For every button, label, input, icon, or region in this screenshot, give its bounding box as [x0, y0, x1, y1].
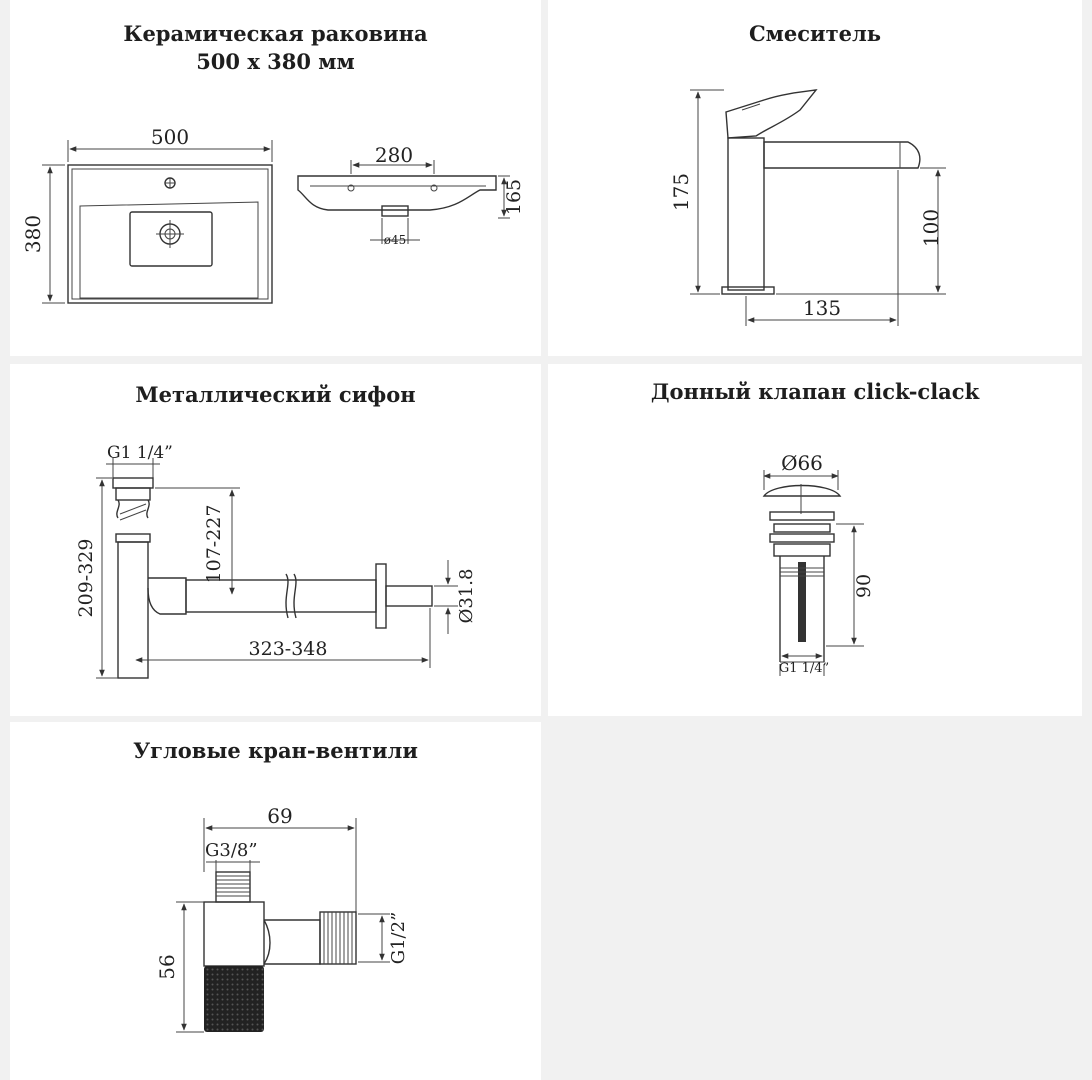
sink-panel: Керамическая раковина 500 х 380 мм: [10, 0, 541, 356]
siphon-title: Металлический сифон: [135, 382, 416, 407]
empty-panel: [548, 722, 1082, 1080]
faucet-handle-detail: [741, 103, 761, 111]
sink-top-outline: [67, 164, 273, 304]
angle-side-thread-label: G1/2”: [388, 912, 409, 965]
valve-body-sides: [779, 556, 825, 662]
siphon-top-nut: [112, 477, 154, 489]
faucet-spout: [763, 141, 921, 169]
faucet-spout-height-label: 100: [919, 209, 943, 247]
faucet-title: Смеситель: [748, 21, 882, 46]
siphon-pipe: [185, 579, 377, 613]
angle-body: [203, 901, 265, 967]
valve-stem: [798, 562, 806, 642]
sink-title: Керамическая раковина 500 х 380 мм: [10, 20, 541, 76]
sink-depth-label: 165: [503, 179, 525, 215]
sink-width-label: 500: [151, 125, 189, 149]
angle-side-nipple-threads: [323, 912, 353, 964]
siphon-break-line2: [119, 509, 147, 521]
angle-valve-panel: Угловые кран-вентили 69 G3/8”: [10, 722, 541, 1080]
siphon-break-line1: [119, 503, 147, 515]
valve-thread-lines: [780, 567, 824, 577]
angle-height-label: 56: [155, 954, 179, 979]
siphon-body: [117, 541, 149, 679]
faucet-handle: [725, 89, 818, 139]
sink-drain-label: ø45: [384, 233, 407, 247]
faucet-height-label: 175: [669, 173, 693, 211]
siphon-pipe-label: Ø31.8: [456, 569, 477, 624]
faucet-drawing: 175 100 135: [669, 89, 946, 326]
sink-title-line2: 500 х 380 мм: [196, 49, 355, 74]
angle-thread-top-label: G3/8”: [205, 840, 258, 861]
siphon-elbow: [147, 577, 187, 615]
siphon-pipe-break: [285, 573, 297, 619]
valve-flange1: [769, 511, 835, 521]
angle-side-pipe: [264, 919, 321, 965]
siphon-top-collar: [115, 487, 151, 501]
valve-panel: Донный клапан click-clack Ø66: [548, 364, 1082, 716]
sink-title-line1: Керамическая раковина: [123, 21, 428, 46]
sink-drain-well: [129, 211, 213, 267]
angle-top-nipple-threads: [216, 875, 250, 897]
valve-title: Донный клапан click-clack: [650, 379, 980, 404]
siphon-adjust-label: 107-227: [203, 505, 225, 584]
angle-side-nipple: [319, 911, 357, 965]
siphon-flange: [375, 563, 387, 629]
valve-nut: [773, 543, 831, 557]
sink-height-label: 380: [21, 215, 45, 253]
valve-thread-label: G1 1/4”: [779, 661, 829, 676]
siphon-body-collar: [115, 533, 151, 543]
siphon-break-marks: [116, 499, 150, 519]
sink-drawing: 500 380 280 165 ø45: [21, 125, 525, 304]
faucet-base: [721, 286, 775, 295]
valve-flange2: [773, 523, 831, 533]
valve-diameter-label: Ø66: [781, 451, 823, 475]
faucet-body: [727, 137, 765, 291]
sink-side-profile: [297, 175, 497, 211]
valve-cap: [762, 484, 842, 497]
valve-flange3: [769, 533, 835, 543]
sink-side-bolt-left: [347, 184, 355, 192]
faucet-panel: Смеситель 175: [548, 0, 1082, 356]
siphon-height-label: 209-329: [75, 539, 97, 618]
valve-height-label: 90: [853, 574, 875, 598]
sink-side-bolt-right: [430, 184, 438, 192]
siphon-length-label: 323-348: [249, 638, 328, 660]
angle-valve-title: Угловые кран-вентили: [133, 738, 418, 763]
angle-side-pipe-joint: [263, 919, 271, 965]
angle-length-label: 69: [267, 804, 292, 828]
sink-side-label: 280: [375, 143, 413, 167]
sink-side-drain: [381, 205, 409, 217]
faucet-reach-label: 135: [803, 296, 841, 320]
siphon-thread-label: G1 1/4”: [107, 443, 173, 463]
sink-top-inner-rim: [71, 168, 269, 300]
siphon-outlet: [385, 585, 433, 607]
valve-drawing: Ø66 90 G1 1/4”: [762, 451, 875, 676]
siphon-panel: Металлический сифон G1 1/4”: [10, 364, 541, 716]
angle-valve-drawing: 69 G3/8” 56 G1: [155, 804, 409, 1033]
angle-handle: [204, 966, 264, 1032]
sink-bowl: [79, 201, 259, 299]
siphon-drawing: G1 1/4” 209-329 107-227: [75, 443, 477, 679]
